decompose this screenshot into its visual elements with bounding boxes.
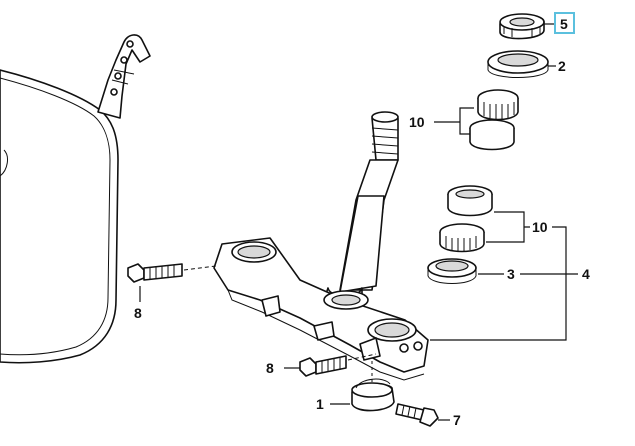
leader-10-upper bbox=[434, 107, 474, 135]
lower-dust-seal bbox=[427, 258, 477, 284]
upper-bearing bbox=[477, 89, 519, 121]
upper-race bbox=[469, 119, 515, 151]
callout-5-highlight bbox=[554, 12, 575, 34]
callout-2: 2 bbox=[558, 58, 566, 74]
callout-5: 5 bbox=[560, 16, 568, 32]
callout-7: 7 bbox=[453, 412, 461, 428]
callout-3: 3 bbox=[507, 266, 515, 282]
bottom-bridge bbox=[213, 237, 429, 381]
headlight-cowl bbox=[0, 34, 151, 364]
callout-1: 1 bbox=[316, 396, 324, 412]
bolt-clamp bbox=[395, 403, 439, 427]
leader-4 bbox=[430, 226, 578, 341]
steering-stem bbox=[325, 111, 399, 304]
callout-8-lower: 8 bbox=[266, 360, 274, 376]
callout-4: 4 bbox=[582, 266, 590, 282]
callout-10-lower: 10 bbox=[532, 219, 548, 235]
bolt-lower bbox=[299, 353, 377, 377]
bolt-upper-left bbox=[127, 263, 217, 283]
dust-seal bbox=[487, 50, 549, 78]
leader-10-lower bbox=[486, 211, 530, 243]
lower-race bbox=[447, 185, 493, 217]
callout-10-upper: 10 bbox=[409, 114, 425, 130]
steering-stem-nut bbox=[499, 13, 545, 40]
callout-8-upper: 8 bbox=[134, 305, 142, 321]
hose-clamp bbox=[351, 360, 395, 412]
lower-bearing bbox=[439, 223, 485, 253]
